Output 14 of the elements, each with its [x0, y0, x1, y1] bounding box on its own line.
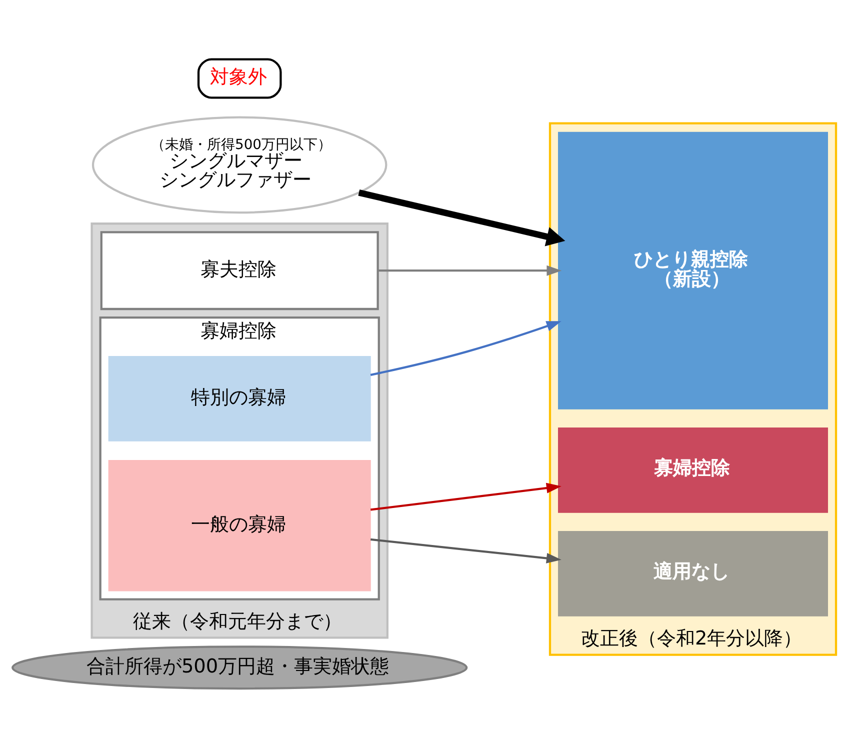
- node-box: 寡婦控除: [558, 427, 828, 513]
- node-box: 適用なし: [558, 531, 828, 616]
- arrow: [370, 321, 562, 376]
- arrow: [358, 190, 566, 246]
- arrow: [378, 265, 562, 276]
- node-ellipse: （未婚・所得500万円以下） シングルマザー シングルファザー: [92, 116, 388, 214]
- node-box: 対象外: [197, 58, 282, 99]
- node-box: 特別の寡婦: [108, 356, 371, 442]
- node-box: 寡夫控除: [100, 231, 379, 310]
- node-box: ひとり親控除 （新設）: [558, 132, 828, 410]
- node-ellipse: 合計所得が500万円超・事実婚状態: [12, 646, 468, 690]
- node-box: 一般の寡婦: [108, 460, 371, 592]
- arrow: [370, 482, 562, 511]
- arrow: [370, 538, 562, 564]
